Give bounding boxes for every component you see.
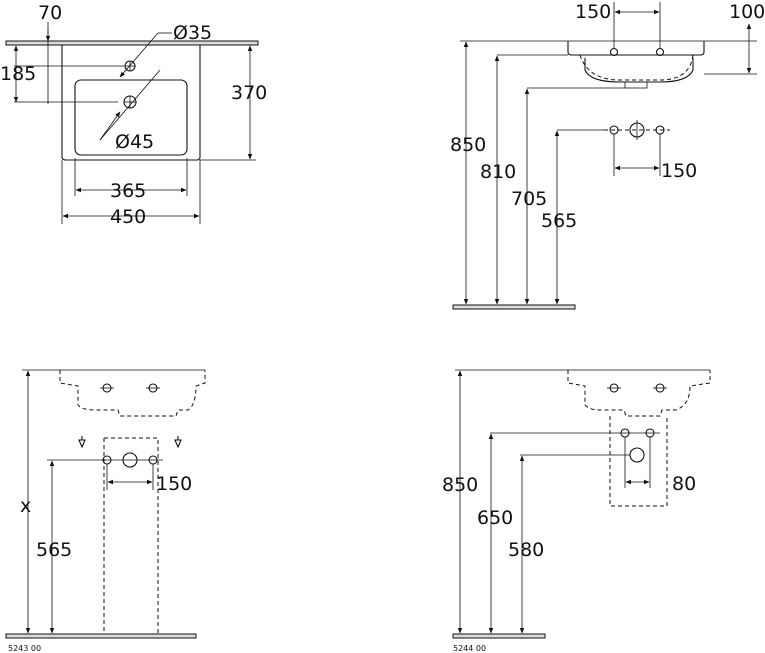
front-elevation: 150 100 850 810 705 565 150 (450, 1, 765, 310)
leader-35 (119, 32, 159, 78)
dim-x: x (20, 495, 31, 517)
dim-185: 185 (0, 63, 36, 85)
dim-450: 450 (110, 206, 146, 228)
basin-hidden (567, 370, 711, 417)
floor (452, 304, 576, 310)
dim-150-mid: 150 (661, 160, 697, 182)
dim-810: 810 (480, 161, 516, 183)
pedestal-hidden (103, 437, 159, 636)
basin-bowl (74, 79, 188, 156)
dim-850: 850 (450, 134, 486, 156)
arrow-down-icon (174, 436, 182, 449)
dim-705: 705 (511, 188, 547, 210)
basin-hidden (59, 370, 206, 417)
dim-370: 370 (231, 82, 267, 104)
dim-45: Ø45 (115, 131, 154, 153)
dim-650: 650 (477, 507, 513, 529)
dim-150-top: 150 (575, 1, 611, 23)
dim-35: Ø35 (173, 22, 212, 44)
leader-45 (99, 69, 161, 141)
plan-view: Ø35 Ø45 70 185 370 365 450 (0, 2, 267, 228)
dim-70: 70 (38, 2, 62, 24)
bowl-hidden (579, 54, 694, 81)
product-code: 5244 00 (453, 644, 486, 653)
wall-edge (5, 40, 259, 46)
arrow-down-icon (78, 436, 86, 449)
elevation-semi-pedestal: 80 850 650 580 5244 00 (442, 369, 711, 653)
basin-outline (61, 45, 201, 161)
product-code: 5243 00 (8, 644, 41, 653)
dim-850: 850 (442, 474, 478, 496)
dim-150: 150 (156, 473, 192, 495)
basin-front (567, 41, 705, 56)
dim-80: 80 (672, 473, 696, 495)
dim-565: 565 (541, 210, 577, 232)
dim-580: 580 (508, 539, 544, 561)
dim-100: 100 (729, 1, 765, 23)
semi-pedestal-hidden (609, 416, 668, 507)
elevation-pedestal: 150 x 565 5243 00 (5, 369, 206, 653)
dim-365: 365 (110, 180, 146, 202)
dim-565: 565 (36, 539, 72, 561)
